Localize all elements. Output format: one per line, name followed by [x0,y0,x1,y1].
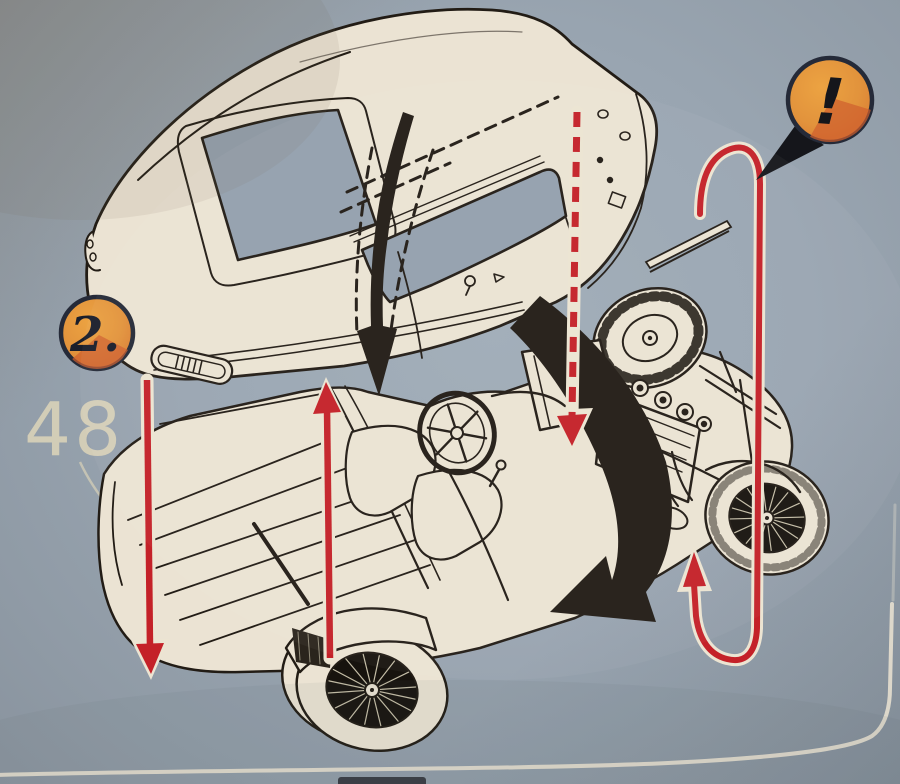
warning-exclamation: ! [813,65,847,141]
warning-badge: ! [756,55,875,180]
red-arrow-center-up [309,377,345,665]
seat-right [410,468,503,561]
page-crease [0,503,897,777]
body-shell [84,7,659,385]
door-handle [493,273,505,283]
boot-deck-planks [111,391,431,646]
arch-shadow-hatch [292,628,332,668]
side-window-aperture [200,108,378,262]
cowl-lines [587,93,648,289]
steering-wheel [417,390,497,476]
carburettor-stacks [631,379,712,432]
red-dashed-drop-arrow [551,105,593,452]
transmission-tunnel [446,468,510,602]
gear-lever [488,466,502,488]
step-number: 2. [69,307,120,363]
dashboard [490,390,567,408]
body-outline [85,7,659,381]
roof-contour [299,30,523,63]
next-page-peek [338,777,426,784]
tail-panel-bump [84,231,101,272]
black-rotate-arrow [510,296,672,622]
warning-pointer [756,126,824,180]
tail-light-bar [150,344,234,385]
front-far-wheel [592,286,708,390]
red-fit-bracket [677,141,767,667]
rear-quarter-details [596,109,631,209]
black-drop-arrow [357,112,414,396]
red-arrow-left-down [131,373,169,680]
cockpit [344,390,567,602]
sill-strip-part [644,219,733,273]
step-badge: 2. [58,294,136,372]
hatch-shutline [137,51,351,181]
part-number-label: 48 [24,387,124,473]
deck-seam [252,522,310,606]
